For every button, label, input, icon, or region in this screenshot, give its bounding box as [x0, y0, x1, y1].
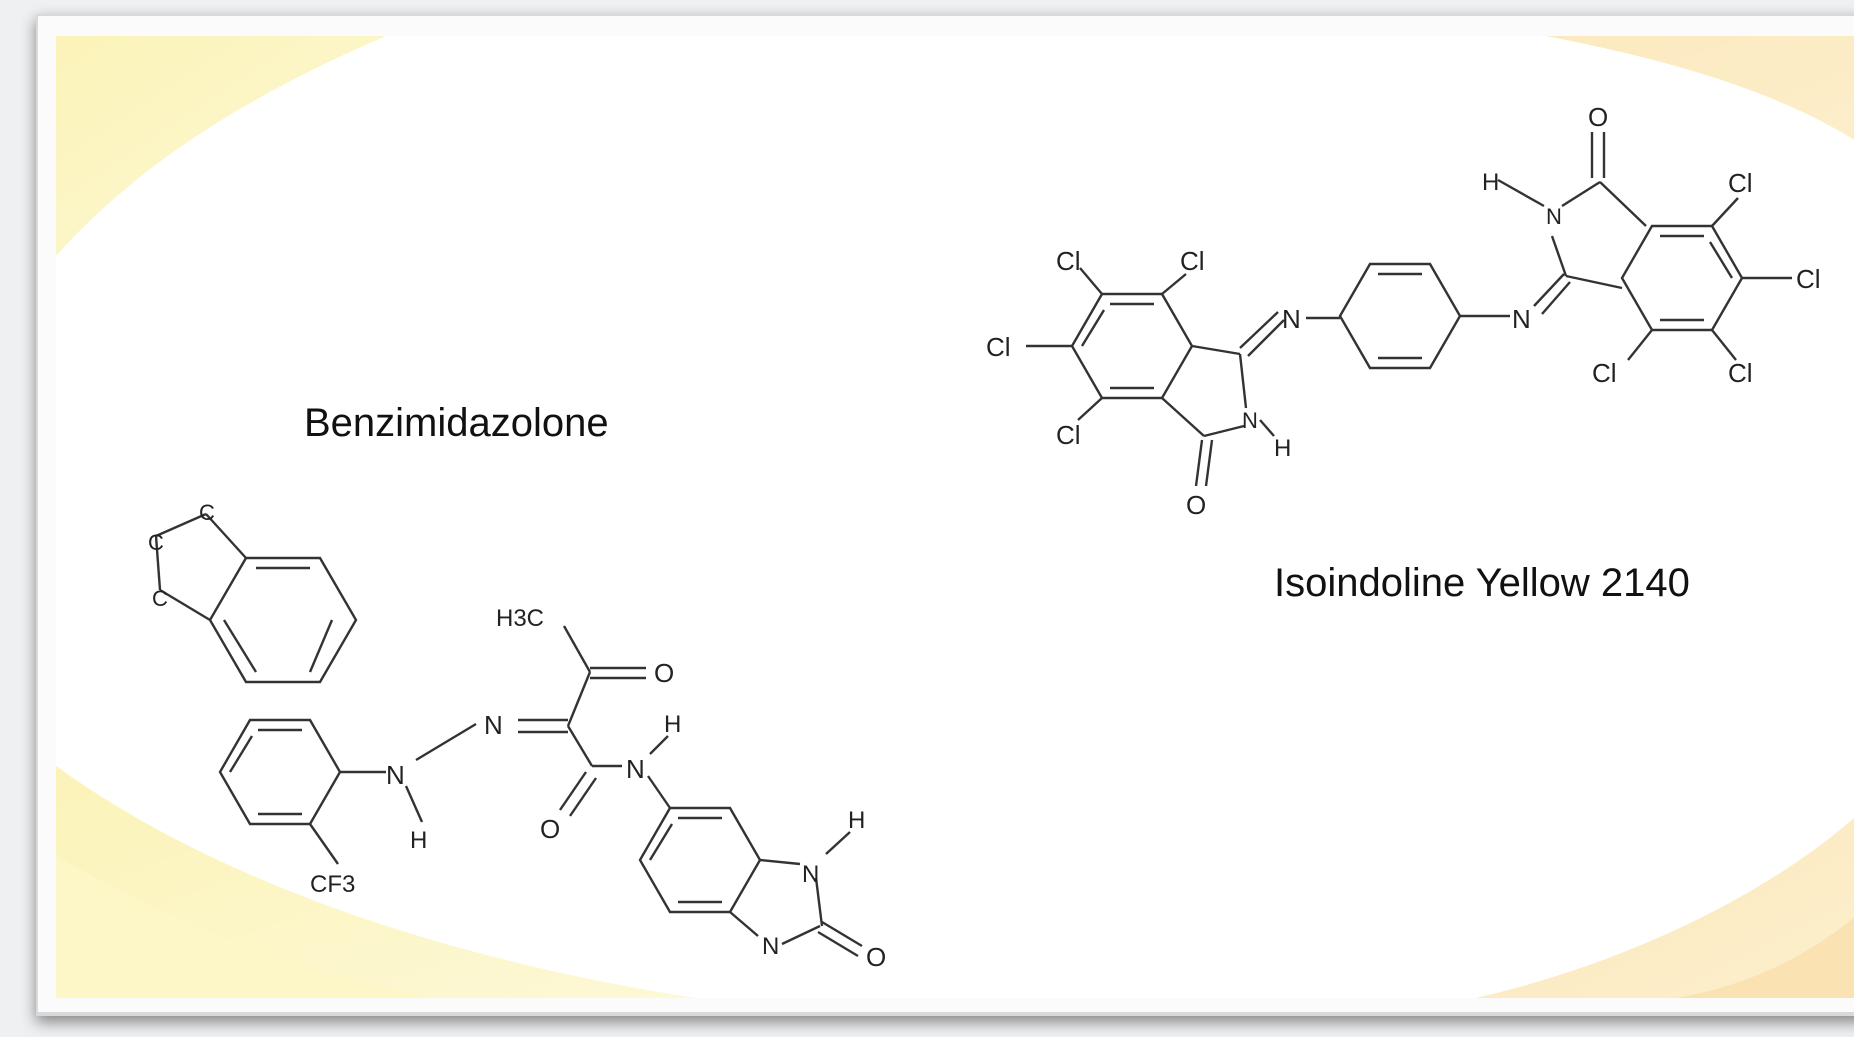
background-decoration: [56, 36, 1854, 998]
atom-cl: Cl: [1728, 358, 1753, 388]
atom-cl: Cl: [986, 332, 1011, 362]
atom-n-azo: N: [484, 710, 503, 740]
atom-c: C: [148, 530, 164, 555]
atom-o-top: O: [1588, 102, 1608, 132]
atom-h: H: [1482, 169, 1499, 196]
atom-n-ring: N: [762, 933, 779, 960]
atom-cl: Cl: [1728, 168, 1753, 198]
atom-c: C: [152, 586, 168, 611]
isoindoline-structure: [1026, 132, 1792, 487]
atom-cf3: CF3: [310, 871, 355, 898]
atom-c: C: [199, 500, 215, 525]
trifluoromethyl-phenyl-ring: [218, 718, 386, 865]
atom-n-hydrazo: N: [386, 760, 405, 790]
atom-cl: Cl: [1592, 358, 1617, 388]
benzimidazolone-labels: C C C H3C O N N H N H O CF3 N H N O: [148, 500, 886, 972]
atom-n-imine: N: [1512, 304, 1531, 334]
atom-n-amide: N: [626, 754, 645, 784]
atom-o-keto: O: [654, 658, 674, 688]
atom-cl: Cl: [1056, 420, 1081, 450]
chemistry-diagram: Benzimidazolone Isoindoline Yellow 2140: [56, 36, 1854, 998]
central-phenylene-ring: [1306, 262, 1510, 370]
benzimidazolone-caption: Benzimidazolone: [304, 401, 609, 445]
isoindoline-labels: O H N Cl Cl Cl Cl N Cl Cl Cl Cl N N H O: [986, 102, 1821, 520]
left-tetrachloro-ring: [1026, 267, 1285, 487]
atom-n-imine: N: [1282, 304, 1301, 334]
indane-fragment: [154, 512, 358, 684]
atom-h: H: [1274, 435, 1291, 462]
atom-cl: Cl: [1056, 246, 1081, 276]
atom-h3c: H3C: [496, 605, 544, 632]
slide-canvas: Benzimidazolone Isoindoline Yellow 2140: [56, 36, 1854, 998]
atom-h: H: [410, 827, 427, 854]
slide: Benzimidazolone Isoindoline Yellow 2140: [38, 16, 1854, 1012]
atom-o-bottom: O: [1186, 490, 1206, 520]
right-tetrachloro-ring: [1497, 132, 1792, 361]
atom-o-ring: O: [866, 942, 886, 972]
atom-cl: Cl: [1796, 264, 1821, 294]
atom-n-bottom: N: [1242, 408, 1258, 433]
benzimidazolone-structure: [154, 512, 863, 958]
atom-h: H: [848, 807, 865, 834]
isoindoline-caption: Isoindoline Yellow 2140: [1274, 561, 1690, 605]
atom-n-top: N: [1546, 204, 1562, 229]
atom-h: H: [664, 711, 681, 738]
atom-cl: Cl: [1180, 246, 1205, 276]
atom-n-ring: N: [802, 861, 819, 888]
benzimidazolone-ring: [638, 806, 863, 958]
atom-o-amide: O: [540, 814, 560, 844]
